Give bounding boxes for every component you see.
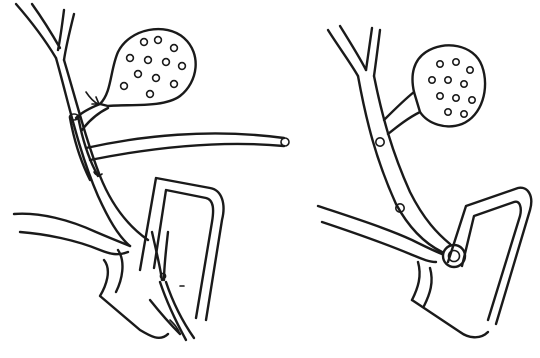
left-tube bbox=[70, 114, 290, 180]
right-cystic-duct bbox=[384, 92, 420, 134]
right-panel bbox=[318, 26, 531, 337]
right-sac bbox=[413, 45, 486, 126]
scissors-icon bbox=[150, 232, 194, 340]
right-duct-branches bbox=[328, 26, 380, 76]
left-duct-branches bbox=[16, 4, 74, 60]
left-sac bbox=[100, 29, 196, 106]
right-retractor bbox=[412, 188, 531, 338]
left-panel bbox=[14, 4, 289, 340]
arrow-icon bbox=[86, 92, 99, 104]
left-lower-duct bbox=[14, 214, 130, 254]
right-stones bbox=[376, 138, 404, 212]
